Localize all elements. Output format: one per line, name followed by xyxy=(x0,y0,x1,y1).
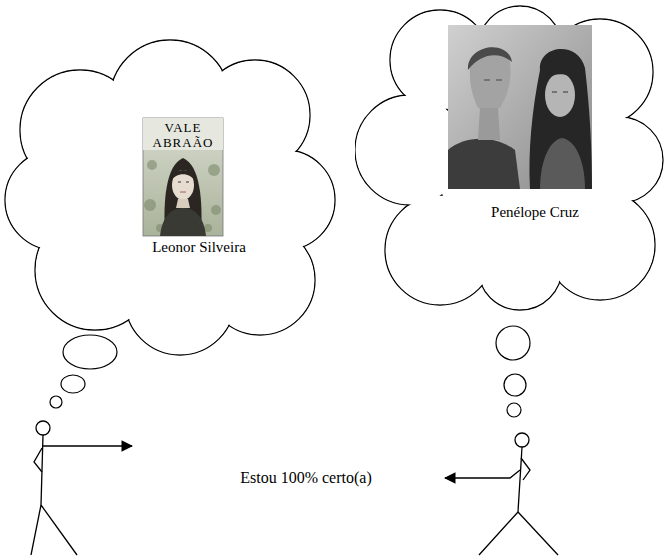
film-photo xyxy=(448,25,592,189)
thought-bubble xyxy=(504,374,526,396)
speech-label: Estou 100% certo(a) xyxy=(237,469,375,487)
node-label: Leonor Silveira xyxy=(149,239,249,256)
book-cover xyxy=(143,118,223,236)
thought-bubble xyxy=(507,403,521,417)
thought-bubble xyxy=(63,335,117,369)
stick-figure xyxy=(31,421,132,555)
thought-bubble xyxy=(496,326,530,360)
stick-figure xyxy=(445,433,558,555)
cover-title: VALE ABRAÃO xyxy=(144,121,222,151)
node-label: Penélope Cruz xyxy=(488,204,582,221)
thought-bubble xyxy=(50,396,62,408)
thought-bubble xyxy=(61,375,85,393)
